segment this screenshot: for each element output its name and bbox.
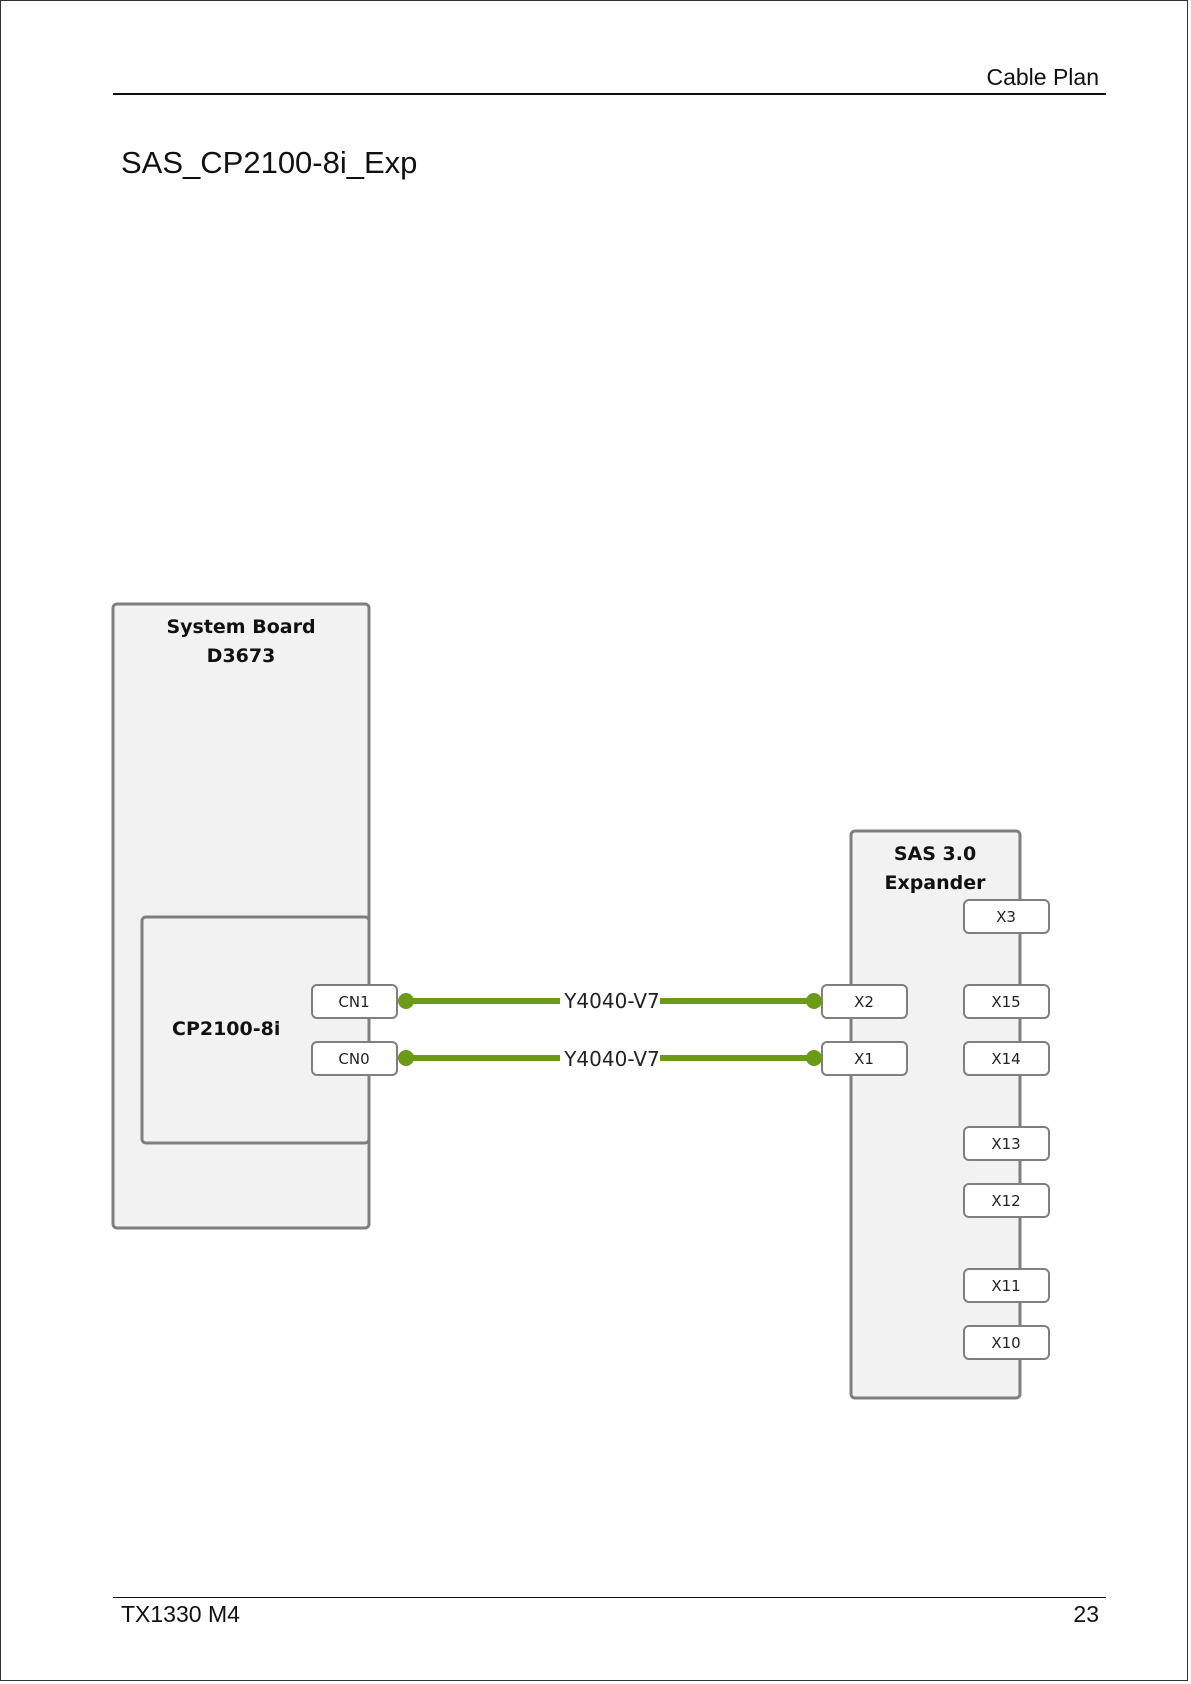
- expander-title-line1: SAS 3.0: [894, 843, 976, 865]
- footer-model: TX1330 M4: [121, 1601, 240, 1628]
- port-x10-label: X10: [991, 1334, 1020, 1352]
- port-x11-label: X11: [991, 1277, 1020, 1295]
- port-x1-label: X1: [854, 1050, 874, 1068]
- controller-title: CP2100-8i: [172, 1018, 280, 1040]
- system-board-title-line2: D3673: [207, 645, 276, 667]
- port-x3-label: X3: [996, 908, 1016, 926]
- cable-2-start-dot: [398, 1050, 414, 1066]
- cable-2-label: Y4040-V7: [563, 1047, 660, 1071]
- port-x13-label: X13: [991, 1135, 1020, 1153]
- cable-2-end-dot: [806, 1050, 822, 1066]
- system-board-title-line1: System Board: [166, 616, 315, 638]
- port-x12-label: X12: [991, 1192, 1020, 1210]
- port-x15-label: X15: [991, 993, 1020, 1011]
- cable-1-start-dot: [398, 993, 414, 1009]
- cable-1-end-dot: [806, 993, 822, 1009]
- port-x14-label: X14: [991, 1050, 1020, 1068]
- cable-1-label: Y4040-V7: [563, 989, 660, 1013]
- footer-page-number: 23: [1073, 1601, 1099, 1628]
- expander-title-line2: Expander: [884, 872, 986, 894]
- footer-rule: [113, 1597, 1106, 1598]
- port-cn1-label: CN1: [338, 993, 369, 1011]
- port-x2-label: X2: [854, 993, 874, 1011]
- port-cn0-label: CN0: [338, 1050, 369, 1068]
